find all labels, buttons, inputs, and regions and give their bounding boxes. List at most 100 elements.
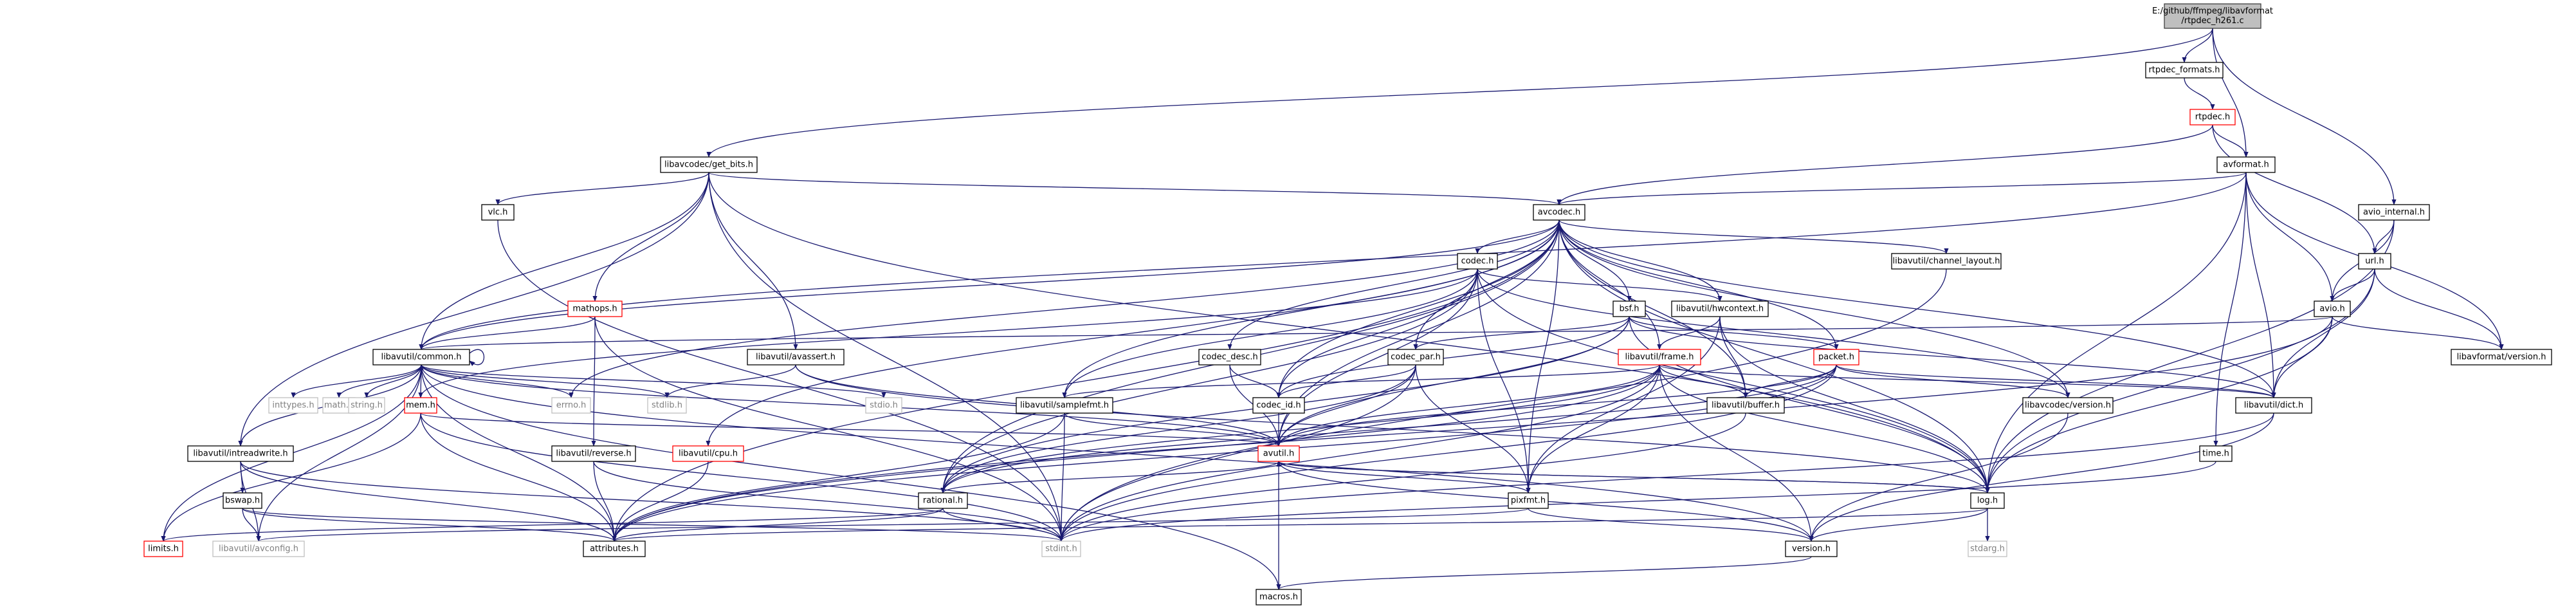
node-box — [1041, 541, 1081, 557]
node-box — [672, 445, 744, 462]
node-codec[interactable]: codec.h — [1457, 253, 1498, 270]
node-rtpdec-formats[interactable]: rtpdec_formats.h — [2145, 62, 2224, 79]
node-label: codec_par.h — [1391, 353, 1441, 362]
node-label: /rtpdec_h261.c — [2181, 16, 2243, 26]
node-buffer[interactable]: libavutil/buffer.h — [1706, 397, 1785, 414]
node-box — [2199, 445, 2233, 462]
node-box — [372, 349, 470, 365]
node-label: url.h — [2365, 257, 2384, 266]
node-box — [404, 397, 437, 414]
node-errno[interactable]: errno.h — [551, 397, 591, 414]
node-box — [1706, 397, 1785, 414]
node-dict[interactable]: libavutil/dict.h — [2235, 397, 2312, 414]
edge-common-to-avconfig — [256, 364, 422, 542]
edge-common-to-macros — [421, 364, 1281, 590]
node-packet[interactable]: packet.h — [1813, 349, 1859, 365]
edge-lavc_version-to-version — [1809, 412, 2069, 542]
node-hwcontext[interactable]: libavutil/hwcontext.h — [1671, 300, 1769, 317]
node-root[interactable]: E:/github/ffmpeg/libavformat/rtpdec_h261… — [2152, 3, 2273, 29]
node-label: avutil.h — [1263, 449, 1295, 459]
edge-frame-to-stdint — [1059, 364, 1660, 542]
node-label: libavutil/dict.h — [2244, 401, 2304, 411]
edge-rational-to-stdint — [942, 508, 1064, 542]
node-string[interactable]: string.h — [348, 397, 385, 414]
node-stdlib[interactable]: stdlib.h — [647, 397, 687, 414]
node-codec-par[interactable]: codec_par.h — [1387, 349, 1444, 365]
node-avassert[interactable]: libavutil/avassert.h — [747, 349, 845, 365]
node-log[interactable]: log.h — [1970, 492, 2005, 509]
edge-rtpdec-to-avcodec — [1557, 124, 2213, 205]
node-box — [1785, 541, 1838, 557]
edge-reverse-to-stdint — [593, 461, 1064, 542]
node-mem[interactable]: mem.h — [404, 397, 437, 414]
node-box — [747, 349, 845, 365]
node-label: codec.h — [1461, 257, 1494, 266]
node-label: errno.h — [556, 401, 587, 411]
node-reverse[interactable]: libavutil/reverse.h — [551, 445, 636, 462]
edge-avio-to-log — [1985, 316, 2333, 494]
node-box — [1813, 349, 1859, 365]
edge-time-to-stdint — [1059, 461, 2216, 542]
edge-bsf-to-avutil — [1276, 316, 1630, 447]
node-pixfmt[interactable]: pixfmt.h — [1508, 492, 1549, 509]
node-rational[interactable]: rational.h — [918, 492, 968, 509]
node-lavc-version[interactable]: libavcodec/version.h — [2022, 397, 2114, 414]
node-get-bits[interactable]: libavcodec/get_bits.h — [660, 156, 758, 173]
edge-url-to-log — [1985, 268, 2375, 494]
node-limits[interactable]: limits.h — [143, 541, 183, 557]
node-box — [551, 445, 636, 462]
node-lavf-version[interactable]: libavformat/version.h — [2451, 349, 2552, 365]
edge-codec_par-to-avutil — [1276, 364, 1416, 447]
node-inttypes[interactable]: inttypes.h — [268, 397, 318, 414]
node-box — [2216, 156, 2276, 173]
node-mathops[interactable]: mathops.h — [567, 300, 623, 317]
node-label: libavformat/version.h — [2457, 353, 2546, 362]
node-box — [1256, 589, 1302, 605]
edge-avcodec-to-packet — [1558, 219, 1839, 350]
node-codec-desc[interactable]: codec_desc.h — [1198, 349, 1261, 365]
edge-avcodec-to-codec — [1475, 219, 1560, 254]
node-codec-id[interactable]: codec_id.h — [1252, 397, 1305, 414]
node-avcodec[interactable]: avcodec.h — [1533, 204, 1585, 221]
edge-avio-to-lavf_version — [2332, 316, 2504, 350]
node-label: rtpdec.h — [2195, 113, 2230, 122]
node-label: stdint.h — [1045, 544, 1077, 554]
edge-log-to-version — [1809, 508, 1988, 542]
node-common[interactable]: libavutil/common.h — [372, 349, 470, 365]
node-intreadwrite[interactable]: libavutil/intreadwrite.h — [187, 445, 294, 462]
node-avformat[interactable]: avformat.h — [2216, 156, 2276, 173]
node-samplefmt[interactable]: libavutil/samplefmt.h — [1016, 397, 1113, 414]
node-box — [2022, 397, 2114, 414]
node-box — [2235, 397, 2312, 414]
edge-avcodec-to-common — [419, 219, 1560, 350]
edge-rtpdec-to-avformat — [2212, 124, 2249, 158]
node-url[interactable]: url.h — [2358, 253, 2391, 270]
node-stdarg[interactable]: stdarg.h — [1968, 541, 2007, 557]
edge-codec_par-to-stdint — [1059, 364, 1416, 542]
node-time[interactable]: time.h — [2199, 445, 2233, 462]
node-frame[interactable]: libavutil/frame.h — [1618, 349, 1701, 365]
node-bsf[interactable]: bsf.h — [1612, 300, 1646, 317]
node-avconfig[interactable]: libavutil/avconfig.h — [212, 541, 305, 557]
node-box — [918, 492, 968, 509]
node-box — [2451, 349, 2552, 365]
node-macros[interactable]: macros.h — [1256, 589, 1302, 605]
edge-codec_par-to-rational — [940, 364, 1416, 494]
edge-avcodec-to-errno — [569, 219, 1560, 398]
node-avio-internal[interactable]: avio_internal.h — [2358, 204, 2430, 221]
node-attributes[interactable]: attributes.h — [583, 541, 646, 557]
node-bswap[interactable]: bswap.h — [223, 492, 262, 509]
node-label: mathops.h — [572, 304, 617, 314]
node-cpu[interactable]: libavutil/cpu.h — [672, 445, 744, 462]
node-version[interactable]: version.h — [1785, 541, 1838, 557]
node-ch-layout[interactable]: libavutil/channel_layout.h — [1891, 253, 2002, 270]
node-box — [2358, 204, 2430, 221]
node-rtpdec[interactable]: rtpdec.h — [2189, 109, 2236, 125]
node-stdio[interactable]: stdio.h — [865, 397, 902, 414]
node-vlc[interactable]: vlc.h — [481, 204, 515, 221]
node-avutil[interactable]: avutil.h — [1257, 445, 1300, 462]
edge-avcodec-to-codec_desc — [1227, 219, 1560, 350]
node-stdint[interactable]: stdint.h — [1041, 541, 1081, 557]
edge-avcodec-to-buffer — [1558, 219, 1748, 398]
node-avio[interactable]: avio.h — [2314, 300, 2351, 317]
